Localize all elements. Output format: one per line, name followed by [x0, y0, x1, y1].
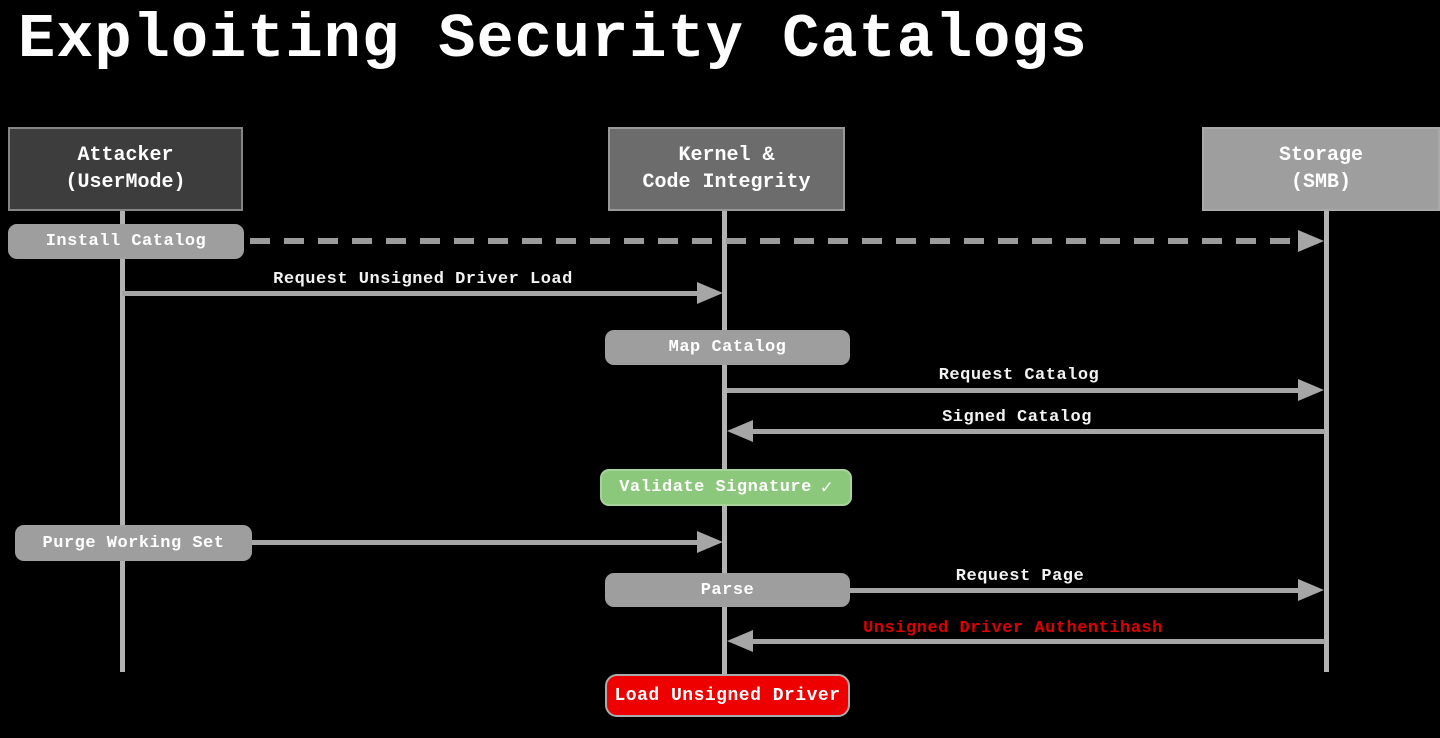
message-signed-catalog: Signed Catalog: [942, 408, 1092, 427]
arrowhead-right-icon: [1298, 230, 1324, 252]
node-purge-working-set: Purge Working Set: [15, 525, 252, 561]
request-catalog-line: [727, 388, 1299, 393]
lifeline-attacker: [120, 211, 125, 672]
arrowhead-left-icon: [727, 420, 753, 442]
message-unsigned-driver-authentihash: Unsigned Driver Authentihash: [863, 619, 1163, 638]
actor-attacker: Attacker (UserMode): [8, 127, 243, 211]
arrowhead-right-icon: [697, 282, 723, 304]
signed-catalog-line: [749, 429, 1325, 434]
actor-kernel-subname: Code Integrity: [642, 171, 811, 194]
actor-kernel: Kernel & Code Integrity: [608, 127, 845, 211]
node-parse: Parse: [605, 573, 850, 607]
actor-storage-name: Storage: [1278, 144, 1363, 167]
actor-attacker-subname: (UserMode): [65, 171, 186, 194]
actor-attacker-name: Attacker: [77, 144, 174, 167]
validate-signature-label: Validate Signature: [619, 478, 812, 497]
check-icon: ✓: [820, 477, 833, 499]
node-validate-signature: Validate Signature ✓: [600, 469, 852, 506]
arrowhead-right-icon: [1298, 579, 1324, 601]
arrowhead-right-icon: [1298, 379, 1324, 401]
request-unsigned-driver-load-line: [122, 291, 700, 296]
actor-kernel-name: Kernel &: [678, 144, 775, 167]
message-request-page: Request Page: [955, 567, 1085, 586]
unsigned-driver-authentihash-line: [749, 639, 1325, 644]
actor-storage: Storage (SMB): [1202, 127, 1440, 211]
node-install-catalog: Install Catalog: [8, 224, 244, 259]
message-request-catalog: Request Catalog: [938, 366, 1100, 385]
request-page-line: [850, 588, 1299, 593]
lifeline-kernel: [722, 211, 727, 674]
actor-storage-subname: (SMB): [1290, 171, 1351, 194]
purge-working-set-line: [252, 540, 700, 545]
node-load-unsigned-driver: Load Unsigned Driver: [605, 674, 850, 717]
arrowhead-left-icon: [727, 630, 753, 652]
node-map-catalog: Map Catalog: [605, 330, 850, 365]
page-title: Exploiting Security Catalogs: [18, 4, 1088, 75]
message-request-unsigned-driver-load: Request Unsigned Driver Load: [273, 270, 573, 289]
arrowhead-right-icon: [697, 531, 723, 553]
install-catalog-dashed-line: [250, 238, 1298, 244]
lifeline-storage: [1324, 211, 1329, 672]
